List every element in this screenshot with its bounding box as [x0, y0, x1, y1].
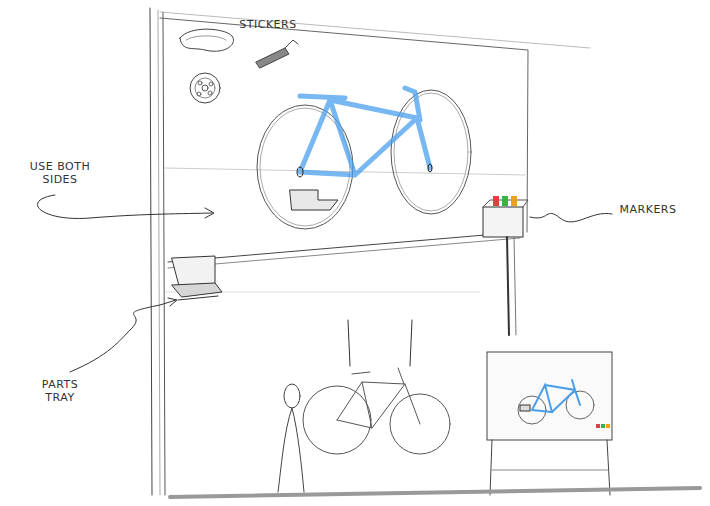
- callout-label: STICKERS: [228, 18, 308, 31]
- callout-label: USE BOTH SIDES: [20, 160, 100, 186]
- callout-label: MARKERS: [608, 203, 688, 216]
- callout-label: PARTS TRAY: [30, 378, 90, 404]
